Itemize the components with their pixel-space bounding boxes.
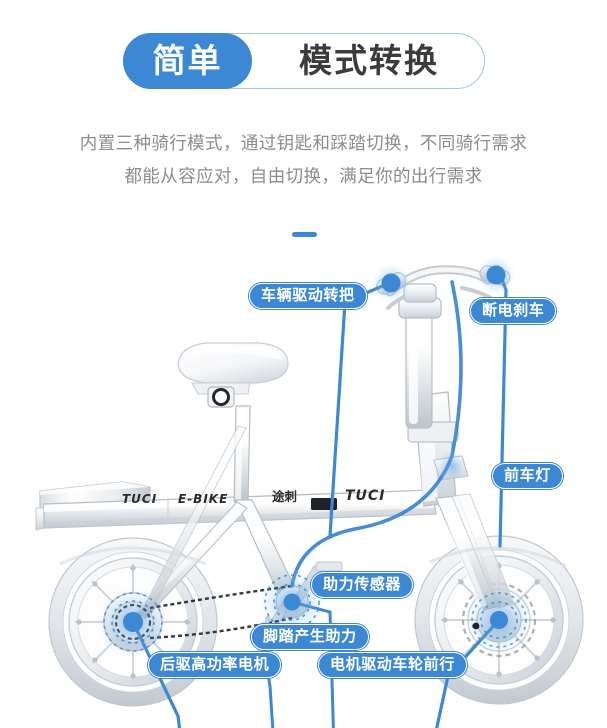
rack-brand-model: E-BIKE — [178, 492, 229, 506]
callout-front-light-label: 前车灯 — [504, 465, 551, 484]
callout-wheel-drive-label: 电机驱动车轮前行 — [330, 654, 455, 673]
bike-diagram: TUCI E-BIKE 途刺 TUCI — [0, 246, 607, 728]
page-title-label: 模式转换 — [299, 40, 439, 80]
callout-wheel-drive[interactable]: 电机驱动车轮前行 — [318, 652, 467, 678]
frame-brand-mark: TUCI — [345, 488, 386, 504]
bike-illustration — [35, 255, 584, 728]
page-header: 简单 模式转换 — [0, 0, 607, 122]
title-badge-label: 简单 — [152, 40, 223, 80]
title-badge: 简单 — [123, 33, 252, 89]
subtitle-line-2: 都能从容应对，自由切换，满足你的出行需求 — [124, 167, 483, 187]
connector-brake-cable — [290, 280, 463, 588]
hotspot-light — [436, 450, 468, 482]
callout-throttle-label: 车辆驱动转把 — [261, 285, 355, 304]
callout-assist-sensor[interactable]: 助力传感器 — [311, 572, 414, 598]
callout-brake[interactable]: 断电刹车 — [470, 298, 557, 324]
hotspot-throttle — [371, 263, 411, 303]
callout-pedal-assist[interactable]: 脚踏产生助力 — [251, 624, 369, 650]
callout-brake-label: 断电刹车 — [482, 300, 545, 319]
callout-rear-motor-label: 后驱高功率电机 — [160, 654, 270, 673]
callout-pedal-assist-label: 脚踏产生助力 — [263, 626, 357, 645]
section-divider — [292, 232, 317, 237]
hotspot-motor — [97, 586, 169, 658]
rack-brand-mark: TUCI — [122, 492, 158, 506]
hotspot-wheel — [465, 586, 533, 654]
callout-rear-motor[interactable]: 后驱高功率电机 — [148, 652, 282, 678]
callout-throttle[interactable]: 车辆驱动转把 — [249, 283, 367, 309]
page-title: 模式转换 — [258, 33, 480, 89]
page-subtitle: 内置三种骑行模式，通过钥匙和踩踏切换，不同骑行需求 都能从容应对，自由切换，满足… — [0, 128, 607, 194]
callout-front-light[interactable]: 前车灯 — [492, 463, 563, 489]
subtitle-line-1: 内置三种骑行模式，通过钥匙和踩踏切换，不同骑行需求 — [79, 134, 528, 154]
callout-assist-sensor-label: 助力传感器 — [323, 574, 402, 593]
frame-brand-cn: 途刺 — [272, 489, 298, 504]
hotspot-sensor — [258, 568, 326, 636]
hotspot-brake — [476, 255, 516, 295]
